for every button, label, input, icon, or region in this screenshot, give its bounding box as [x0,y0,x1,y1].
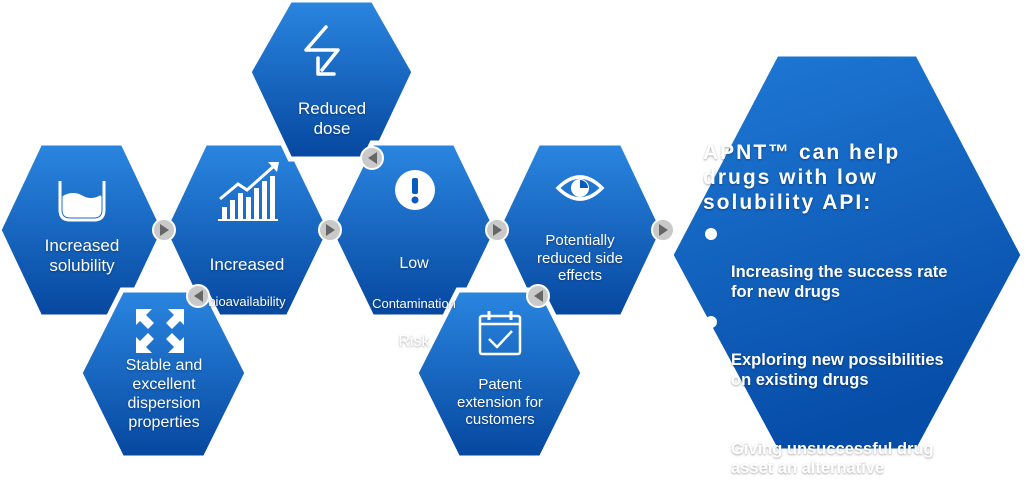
arrow-left-icon [186,284,210,308]
arrow-right-icon [651,218,675,242]
arrow-left-icon [526,284,550,308]
arrow-left-icon [360,146,384,170]
arrow-right-icon [152,218,176,242]
risk-word: Risk [398,332,430,350]
bullet-dot-icon [705,227,717,240]
low-contamination-risk-label: Low Contamination Risk [352,236,476,371]
exclamation-circle-icon [395,170,435,210]
patent-extension-label: Patent extension for customers [457,376,543,429]
reduced-dose-label: Reduced dose [297,99,367,139]
benefit-list-item: Exploring new possibilities on existing … [703,312,1008,391]
info-panel-hexagon [670,53,1024,452]
eye-icon [555,175,605,201]
stable-dispersion-label: Stable and excellent dispersion properti… [125,357,203,431]
bullet-dot-icon [705,315,717,328]
bullet-dot-icon [705,403,717,416]
low-word: Low [399,254,429,272]
lightning-arrow-down-icon [304,25,340,76]
rising-bar-chart-icon [218,162,279,221]
increased-bioavailability-label: Increased bioavailability [185,236,309,328]
hexagon-diagram [0,0,1024,456]
increased-solubility-label: Increased solubility [44,236,120,276]
benefit-list-item: Increasing the success rate for new drug… [703,224,1008,303]
benefit-text: Increasing the success rate for new drug… [731,263,948,301]
bioavailability-word: bioavailability [208,293,286,309]
calendar-check-icon [478,311,522,356]
increased-word: Increased [209,254,285,274]
arrow-right-icon [318,218,342,242]
panel-title: APNT™ can help drugs with low solubility… [703,141,901,215]
info-panel: APNT™ can help drugs with low solubility… [703,140,1008,488]
contamination-word: Contamination [372,295,456,311]
benefit-list-item: Giving unsuccessful drug asset an altern… [703,400,1008,479]
beaker-icon [58,181,106,222]
reduced-side-effects-label: Potentially reduced side effects [537,232,623,285]
arrow-right-icon [485,218,509,242]
benefit-text: Giving unsuccessful drug asset an altern… [731,439,934,478]
benefit-list: Increasing the success rate for new drug… [703,224,1008,480]
expand-arrows-icon [136,309,184,353]
benefit-text: Exploring new possibilities on existing … [731,351,944,390]
